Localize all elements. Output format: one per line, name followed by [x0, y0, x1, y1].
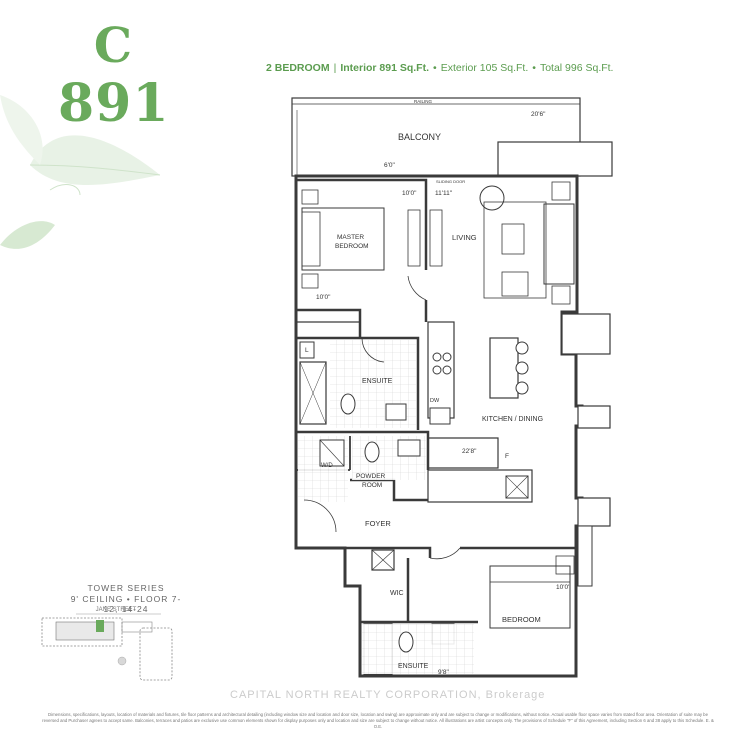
master-bedroom-label-1: MASTER [337, 234, 364, 241]
balcony-label: BALCONY [398, 132, 441, 142]
balcony-dim: 20'6" [531, 111, 546, 118]
powder-room-label-2: ROOM [362, 482, 382, 489]
powder-room-label-1: POWDER [356, 473, 386, 480]
jane-street-label: JANE STREET [96, 607, 137, 613]
fridge-label: F [505, 453, 509, 460]
key-plan: JANE STREET [41, 607, 173, 681]
ceiling-floors-label: 9' CEILING • FLOOR 7-12, 14-24 [70, 593, 182, 615]
ensuite-master-label: ENSUITE [362, 378, 393, 385]
bedroom-label: BEDROOM [502, 615, 541, 624]
unit-specs: 2 BEDROOM|Interior 891 Sq.Ft.•Exterior 1… [266, 62, 614, 74]
key-plan-title: TOWER SERIES 9' CEILING • FLOOR 7-12, 14… [66, 583, 186, 615]
unit-letter: C [93, 18, 133, 74]
kitchen-dining-label: KITCHEN / DINING [482, 416, 543, 423]
living-dim: 11'11" [435, 190, 453, 197]
realtor-watermark: CAPITAL NORTH REALTY CORPORATION, Broker… [230, 689, 546, 701]
spec-exterior: Exterior 105 Sq.Ft. [440, 62, 529, 74]
wic-label: WIC [390, 590, 404, 597]
master-dim-bottom: 10'0" [316, 294, 331, 301]
spec-total: Total 996 Sq.Ft. [539, 62, 614, 74]
bedroom-dim-top: 10'0" [556, 584, 571, 591]
master-bedroom-label-2: BEDROOM [335, 243, 369, 250]
linen-label: L [305, 347, 309, 354]
master-dim-top: 10'0" [402, 190, 417, 197]
unit-location-marker [96, 620, 104, 632]
dishwasher-label: DW [430, 398, 440, 404]
spec-interior: Interior 891 Sq.Ft. [340, 62, 430, 74]
unit-number: 891 [58, 73, 170, 134]
kitchen-dim: 22'8" [462, 448, 477, 455]
railing-label: RAILING [414, 99, 433, 104]
spec-bedrooms: 2 BEDROOM [266, 62, 330, 74]
ensuite-bedroom-label: ENSUITE [398, 663, 429, 670]
bedroom-dim-bottom: 9'8" [438, 669, 449, 676]
washer-dryer-label: W/D [321, 463, 333, 469]
living-label: LIVING [452, 233, 477, 242]
tower-series-label: TOWER SERIES [87, 583, 165, 593]
legal-disclaimer: Dimensions, specifications, layouts, loc… [42, 712, 714, 729]
sliding-door-label: SLIDING DOOR [436, 179, 465, 184]
foyer-label: FOYER [365, 519, 391, 528]
leaf-decoration [0, 95, 161, 249]
balcony-depth-dim: 6'0" [384, 162, 395, 169]
